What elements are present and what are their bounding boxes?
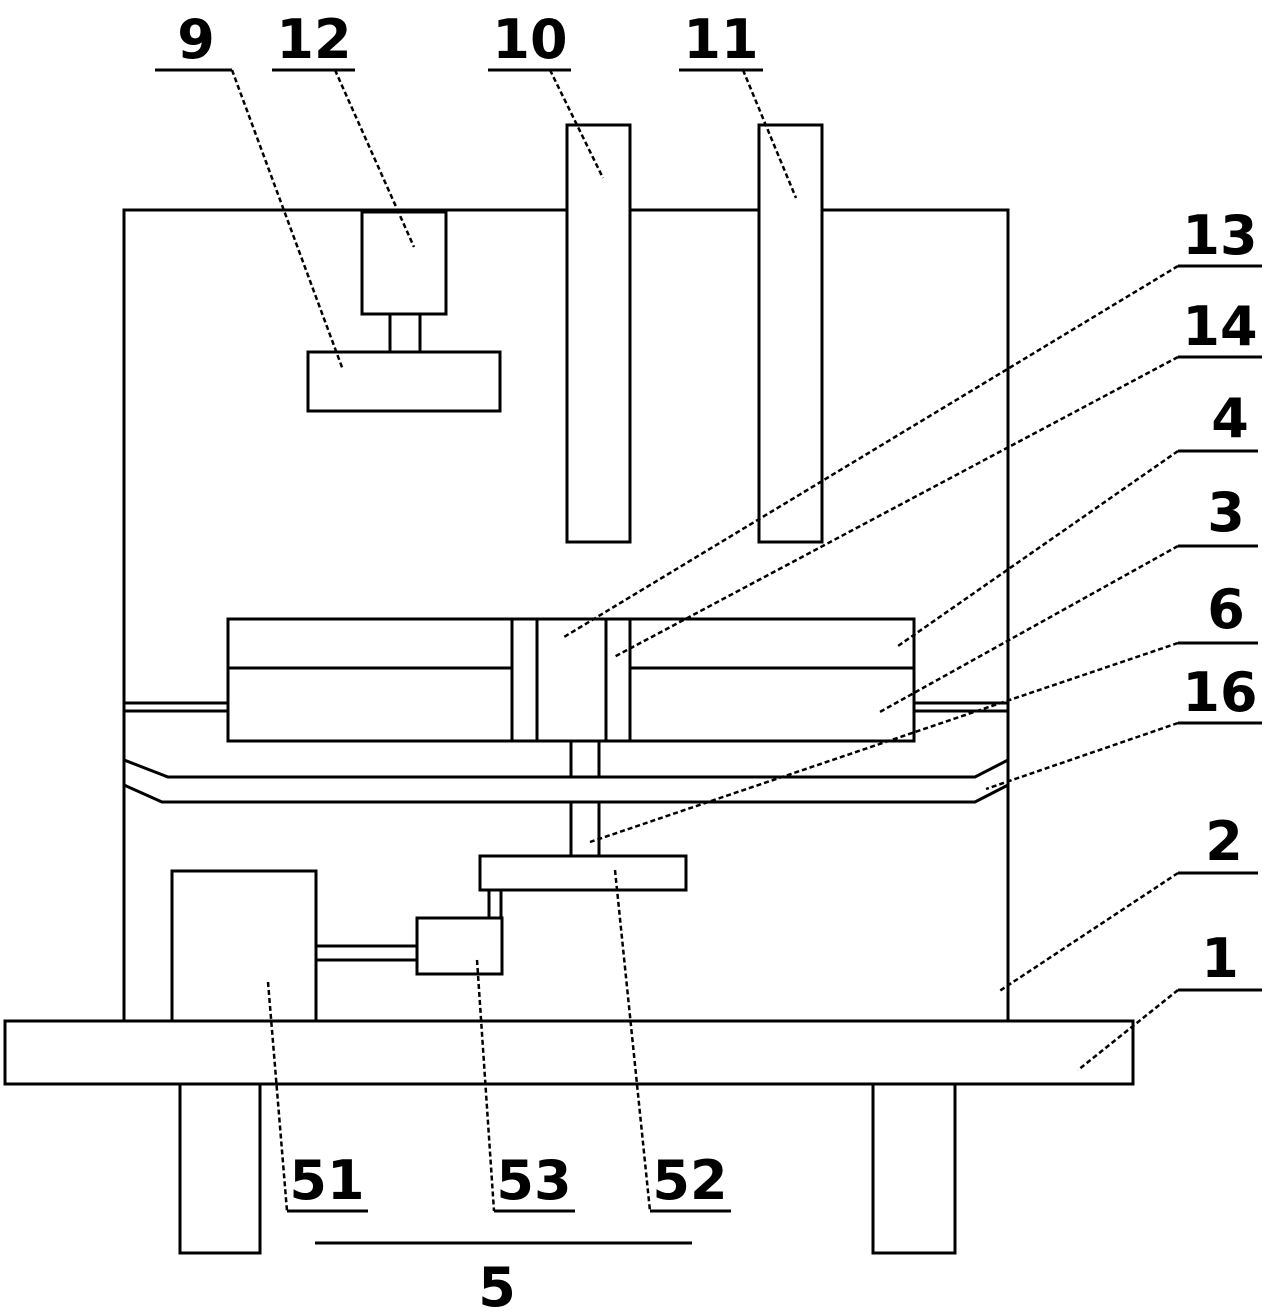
label-52: 52: [652, 1149, 727, 1212]
label-5: 5: [478, 1256, 516, 1316]
label-4: 4: [1211, 387, 1249, 450]
leader-9: [230, 69, 345, 371]
part-6-shaft-lower: [569, 800, 601, 858]
leader-10: [548, 69, 605, 179]
label-3: 3: [1207, 481, 1245, 544]
label-underlines: [155, 68, 1262, 1245]
part-53-link: [487, 888, 503, 921]
label-51: 51: [289, 1149, 364, 1212]
label-2: 2: [1205, 810, 1243, 873]
label-6: 6: [1207, 578, 1245, 641]
leader-52: [613, 869, 652, 1212]
leader-lines: [230, 69, 1179, 1212]
label-1: 1: [1201, 927, 1239, 990]
leader-2: [997, 871, 1179, 994]
label-16: 16: [1182, 661, 1257, 724]
part-53-block: [415, 916, 504, 976]
label-14: 14: [1182, 295, 1257, 358]
part-51-shaft: [314, 944, 419, 962]
part-3-4-box: [226, 617, 916, 743]
leader-4: [897, 449, 1179, 648]
left-leg: [178, 1081, 262, 1255]
part-16-tray-bottom: [123, 783, 1009, 804]
part-10-bar: [565, 123, 632, 544]
label-53: 53: [496, 1149, 571, 1212]
part-6-shaft-upper: [569, 739, 601, 779]
label-12: 12: [276, 8, 351, 71]
label-10: 10: [492, 8, 567, 71]
leader-53: [475, 959, 496, 1212]
part-11-bar: [757, 123, 824, 544]
leader-16: [985, 721, 1179, 791]
leader-12: [333, 69, 416, 248]
leader-1: [1077, 989, 1179, 1071]
part-labels: 9 12 10 11 13 14 4 3 6 16 2 1 51 53 52 5: [177, 8, 1257, 1316]
label-13: 13: [1182, 204, 1257, 267]
leader-3: [877, 544, 1179, 715]
part-52-plate: [478, 854, 688, 892]
leader-51: [266, 981, 289, 1212]
part-9-plate: [306, 350, 502, 413]
label-11: 11: [683, 8, 758, 71]
leader-14: [613, 355, 1179, 659]
leader-13: [563, 264, 1179, 639]
label-9: 9: [177, 8, 215, 71]
right-leg: [871, 1081, 957, 1255]
leader-11: [741, 69, 798, 199]
part-51-motor: [170, 869, 318, 1023]
base-plate: [3, 1019, 1135, 1086]
part-12-rod: [388, 312, 422, 354]
part-16-tray-top: [123, 758, 1009, 779]
